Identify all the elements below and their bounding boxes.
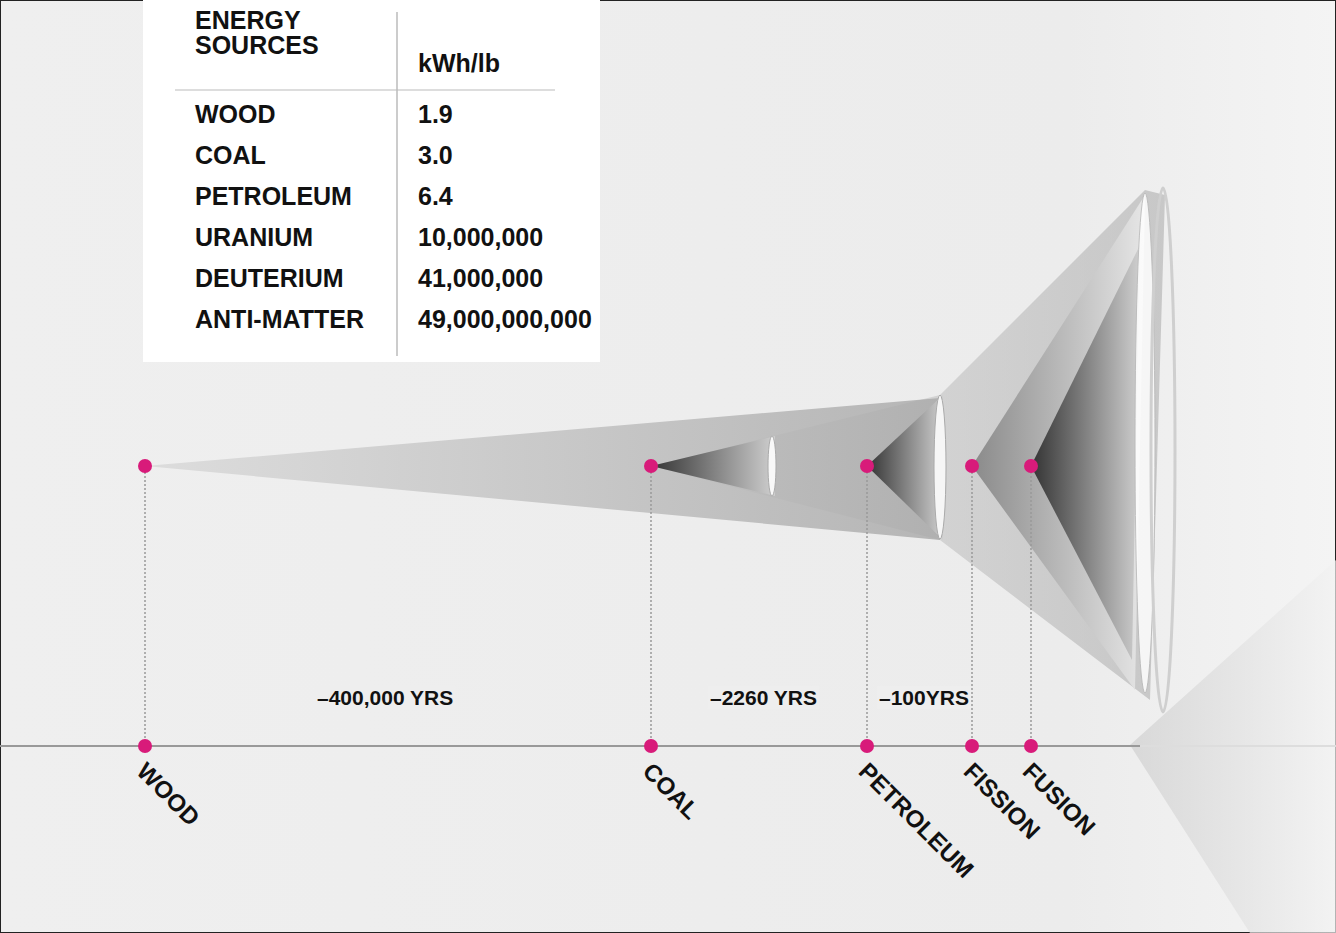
interval-label: –2260 YRS — [708, 686, 819, 709]
source-name: DEUTERIUM — [195, 265, 344, 293]
interval-label: –100YRS — [877, 686, 971, 709]
fission-cone — [972, 195, 1145, 690]
wood-cone — [145, 398, 940, 540]
time-axis-fade — [1140, 745, 1336, 747]
source-name: PETROLEUM — [195, 183, 352, 211]
energy-value: 1.9 — [418, 101, 453, 129]
fusion-cone — [1031, 245, 1140, 660]
energy-value: 41,000,000 — [418, 265, 543, 293]
table-divider — [397, 12, 398, 356]
energy-value: 10,000,000 — [418, 224, 543, 252]
energy-value: 3.0 — [418, 142, 453, 170]
fade-wedge — [1130, 560, 1336, 933]
petroleum-cone — [867, 395, 943, 540]
petroleum-rim — [934, 395, 946, 539]
outer-rim — [1151, 188, 1175, 712]
source-name: WOOD — [195, 101, 276, 129]
table-header: ENERGY SOURCES — [195, 8, 385, 58]
magenta-dots — [138, 459, 1038, 753]
energy-value: 6.4 — [418, 183, 453, 211]
coal-rim — [768, 436, 776, 496]
table-rule — [175, 90, 555, 91]
energy-value: 49,000,000,000 — [418, 306, 592, 334]
interval-label: –400,000 YRS — [315, 686, 455, 709]
source-name: COAL — [195, 142, 266, 170]
source-name: URANIUM — [195, 224, 313, 252]
table-panel — [143, 0, 600, 362]
table-header: kWh/lb — [418, 50, 500, 78]
drop-lines — [145, 472, 1031, 740]
coal-cone — [651, 436, 775, 496]
source-name: ANTI-MATTER — [195, 306, 364, 334]
